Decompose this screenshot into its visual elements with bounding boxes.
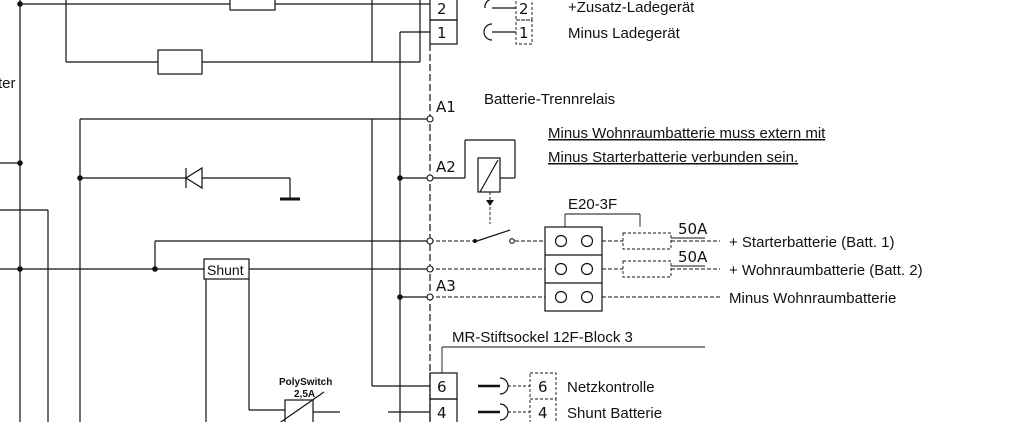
label-minus-ladegeraet: Minus Ladegerät — [568, 25, 681, 42]
note-line-1: Minus Wohnraumbatterie muss extern mit — [548, 125, 826, 142]
fuse-2-rating: 50A — [678, 248, 708, 266]
label-zusatz-ladegeraet: +Zusatz-Ladegerät — [568, 0, 695, 16]
label-minus-wohnraumbatterie: Minus Wohnraumbatterie — [729, 290, 896, 307]
label-polyswitch: PolySwitch — [279, 377, 332, 388]
pin-2-right: 2 — [519, 0, 529, 18]
wires — [0, 0, 545, 422]
label-left-cut: ter — [0, 75, 16, 92]
pin-2-left: 2 — [437, 0, 447, 18]
pin-1-left: 1 — [437, 24, 447, 42]
note-line-2: Minus Starterbatterie verbunden sein. — [548, 149, 798, 166]
label-shunt: Shunt — [207, 262, 244, 278]
relay-block-e20-3f: E20-3F — [544, 196, 641, 312]
terminal-a1: A1 — [436, 98, 456, 116]
label-e20-3f: E20-3F — [568, 196, 617, 213]
pin-6-right: 6 — [538, 378, 548, 396]
label-starterbatterie: + Starterbatterie (Batt. 1) — [729, 234, 895, 251]
label-netzkontrolle: Netzkontrolle — [567, 379, 655, 396]
terminal-a3: A3 — [436, 277, 456, 295]
label-polyswitch-rating: 2,5A — [294, 389, 315, 400]
terminal-a2: A2 — [436, 158, 456, 176]
fuse-1-rating: 50A — [678, 220, 708, 238]
mr-stiftsockel-connector: MR-Stiftsockel 12F-Block 3 6 4 6 4 Netzk… — [429, 329, 705, 422]
label-batterie-trennrelais: Batterie-Trennrelais — [484, 91, 615, 108]
pin-4-right: 4 — [538, 404, 548, 422]
fuses: 50A 50A — [602, 220, 720, 298]
polyswitch: PolySwitch 2,5A — [279, 377, 340, 422]
pin-4-left: 4 — [437, 404, 447, 422]
label-mr-stiftsockel: MR-Stiftsockel 12F-Block 3 — [452, 329, 633, 346]
pin-6-left: 6 — [437, 378, 447, 396]
pin-1-right: 1 — [519, 24, 529, 42]
top-connector: 2 1 2 1 +Zusatz-Ladegerät Minus Ladegerä… — [429, 0, 695, 45]
label-shunt-batterie: Shunt Batterie — [567, 405, 662, 422]
label-wohnraumbatterie: + Wohnraumbatterie (Batt. 2) — [729, 262, 923, 279]
